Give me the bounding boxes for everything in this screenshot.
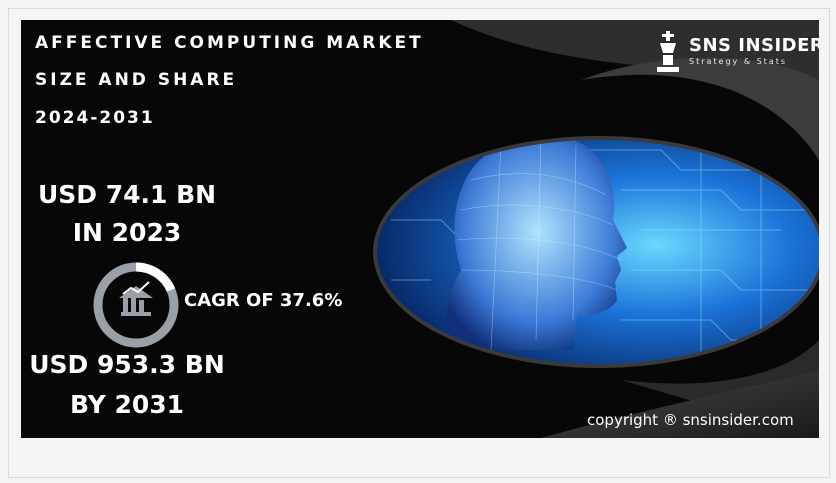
building-chart-icon [93, 262, 179, 348]
market-year-2023: IN 2023 [72, 218, 182, 247]
report-title-line-2: SIZE AND SHARE [35, 70, 238, 90]
market-value-2031: USD 953.3 BN [29, 350, 225, 379]
logo-tagline: Strategy & Stats [689, 57, 788, 66]
background-graphics [373, 20, 819, 438]
infographic-banner: AFFECTIVE COMPUTING MARKET SIZE AND SHAR… [21, 20, 819, 438]
report-title-line-1: AFFECTIVE COMPUTING MARKET [35, 33, 424, 53]
logo-name: SNS INSIDER [689, 35, 819, 56]
report-period: 2024-2031 [35, 108, 155, 128]
chess-king-icon [657, 31, 679, 72]
cagr-label: CAGR OF 37.6% [184, 290, 343, 311]
market-year-2031: BY 2031 [69, 390, 185, 419]
market-value-2023: USD 74.1 BN [37, 180, 217, 209]
copyright-notice: copyright ® snsinsider.com [587, 411, 794, 429]
sns-insider-logo: SNS INSIDER Strategy & Stats [651, 29, 819, 75]
